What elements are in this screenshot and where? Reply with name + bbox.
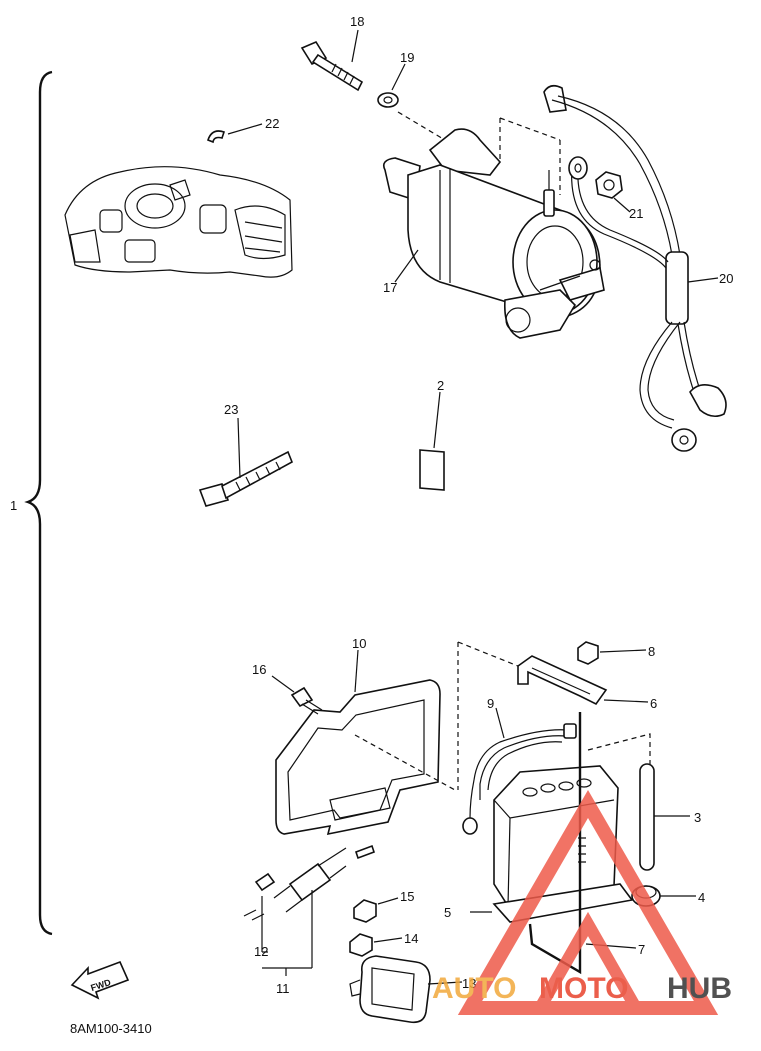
nut-15 bbox=[353, 899, 377, 923]
battery-band-7 bbox=[528, 712, 586, 975]
callout-6: 6 bbox=[650, 696, 657, 711]
watermark-triangle-icon bbox=[457, 790, 719, 1015]
battery-bracket-6 bbox=[517, 655, 608, 706]
callout-3: 3 bbox=[694, 810, 701, 825]
callout-8: 8 bbox=[648, 644, 655, 659]
callout-18: 18 bbox=[350, 14, 364, 29]
callout-20: 20 bbox=[719, 271, 733, 286]
watermark-hub: HUB bbox=[667, 972, 732, 1005]
watermark-moto: MOTO bbox=[539, 972, 628, 1005]
pad-2 bbox=[419, 449, 445, 491]
clip-22 bbox=[207, 130, 226, 144]
bolt-16 bbox=[290, 686, 323, 715]
callout-22: 22 bbox=[265, 116, 279, 131]
fuse-12 bbox=[243, 872, 276, 921]
relay-13 bbox=[349, 955, 431, 1024]
watermark-auto: AUTO bbox=[432, 972, 516, 1005]
washer-19 bbox=[377, 92, 399, 108]
nut-21 bbox=[595, 171, 623, 199]
callout-4: 4 bbox=[698, 890, 705, 905]
brace-label: 1 bbox=[10, 498, 17, 513]
fuse-holder-11 bbox=[273, 844, 376, 913]
cable-tie-23 bbox=[198, 450, 294, 507]
nut-14 bbox=[349, 933, 373, 957]
callout-5: 5 bbox=[444, 905, 451, 920]
callout-23: 23 bbox=[224, 402, 238, 417]
callout-9: 9 bbox=[487, 696, 494, 711]
part-code: 8AM100-3410 bbox=[70, 1021, 152, 1036]
nut-8 bbox=[577, 641, 599, 665]
callout-15: 15 bbox=[400, 889, 414, 904]
battery-cable-9 bbox=[462, 723, 577, 835]
battery-panel-10 bbox=[275, 679, 441, 836]
callout-13: 13 bbox=[462, 976, 476, 991]
bolt-18 bbox=[300, 40, 364, 92]
watermark-logo: AUTO MOTO HUB bbox=[432, 790, 732, 1015]
callout-7: 7 bbox=[638, 942, 645, 957]
breather-pipe-3 bbox=[639, 763, 655, 871]
starter-cable-20 bbox=[543, 84, 727, 452]
group-brace bbox=[24, 70, 53, 936]
callout-2: 2 bbox=[437, 378, 444, 393]
callout-11: 11 bbox=[276, 981, 290, 996]
fwd-arrow: FWD bbox=[70, 960, 130, 1000]
callout-21: 21 bbox=[629, 206, 643, 221]
callout-16: 16 bbox=[252, 662, 266, 677]
starter-motor-17 bbox=[382, 128, 605, 339]
callout-14: 14 bbox=[404, 931, 418, 946]
callout-10: 10 bbox=[352, 636, 366, 651]
callout-19: 19 bbox=[400, 50, 414, 65]
callout-12: 12 bbox=[254, 944, 268, 959]
engine-case-fragment bbox=[64, 166, 293, 278]
callout-17: 17 bbox=[383, 280, 397, 295]
